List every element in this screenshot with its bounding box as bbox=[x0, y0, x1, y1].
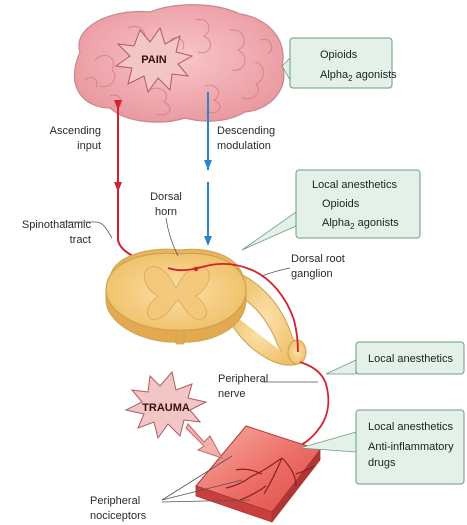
spinothalamic-label-2: tract bbox=[70, 234, 91, 246]
spinal-box-line3: Alpha2 agonists bbox=[322, 217, 399, 231]
nociceptors-label: Peripheral bbox=[90, 495, 140, 507]
peripheral-nerve-label: Peripheral bbox=[218, 373, 268, 385]
drg-label: Dorsal root bbox=[291, 253, 345, 265]
trauma-arrow bbox=[186, 424, 222, 458]
spinal-box-line2: Opioids bbox=[322, 198, 360, 210]
drg-label-2: ganglion bbox=[291, 268, 333, 280]
descending-label-2: modulation bbox=[217, 140, 271, 152]
spinal-drug-box: Local anesthetics Opioids Alpha2 agonist… bbox=[242, 170, 420, 250]
nerve-box-line1: Local anesthetics bbox=[368, 353, 453, 365]
descending-label: Descending bbox=[217, 125, 275, 137]
periphery-box-line3: drugs bbox=[368, 457, 396, 469]
ascending-label: Ascending bbox=[50, 125, 101, 137]
spinal-box-line1: Local anesthetics bbox=[312, 179, 397, 191]
ascending-label-2: input bbox=[77, 140, 101, 152]
periphery-box-line2: Anti-inflammatory bbox=[368, 441, 454, 453]
nerve-drug-box: Local anesthetics bbox=[326, 342, 464, 374]
trauma-label: TRAUMA bbox=[142, 402, 190, 414]
brain-box-line2: Alpha2 agonists bbox=[320, 69, 397, 83]
dorsal-horn-label: Dorsal bbox=[150, 191, 182, 203]
peripheral-nerve-label-2: nerve bbox=[218, 388, 246, 400]
spinothalamic-label: Spinothalamic bbox=[22, 219, 92, 231]
ascending-pathway bbox=[114, 100, 210, 267]
brain-box-line1: Opioids bbox=[320, 49, 358, 61]
brain-drug-box: Opioids Alpha2 agonists bbox=[282, 38, 397, 88]
pain-label: PAIN bbox=[141, 54, 167, 66]
nociceptors-label-2: nociceptors bbox=[90, 510, 147, 522]
dorsal-horn-label-2: horn bbox=[155, 206, 177, 218]
periphery-box-line1: Local anesthetics bbox=[368, 421, 453, 433]
brain: PAIN bbox=[74, 5, 283, 122]
peripheral-tissue bbox=[196, 426, 320, 522]
trauma-burst-group: TRAUMA bbox=[126, 372, 222, 458]
